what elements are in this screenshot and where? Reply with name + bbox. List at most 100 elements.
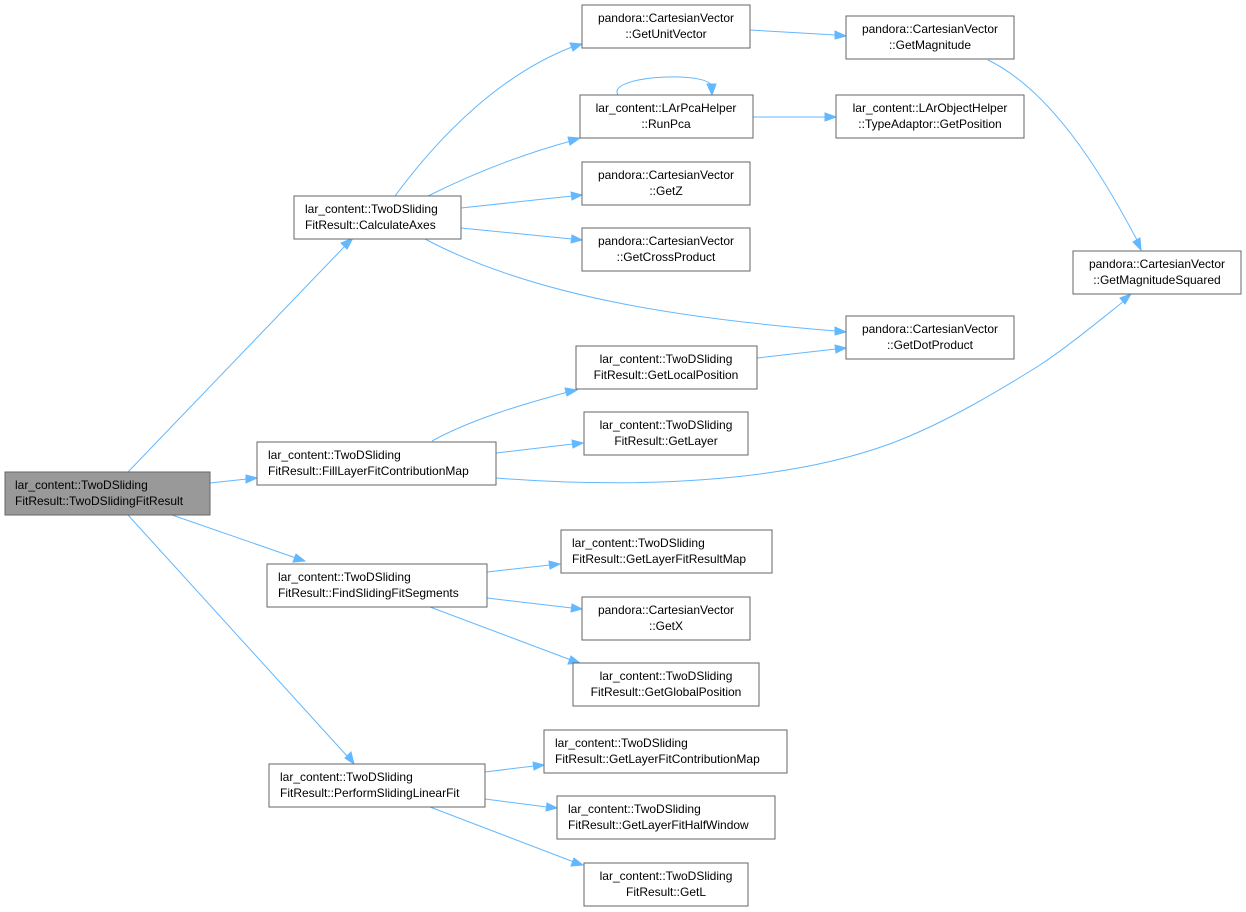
edge-find-globalpos [429, 606, 572, 661]
node-label-line2: ::GetCrossProduct [617, 250, 716, 264]
node-label-line2: FitResult::TwoDSlidingFitResult [15, 494, 184, 508]
node-label-line2: ::RunPca [641, 117, 691, 131]
node-label-line1: lar_content::TwoDSliding [278, 570, 411, 584]
node-label-line2: ::GetZ [649, 184, 682, 198]
node-label-line2: FitResult::GetL [626, 885, 706, 899]
node-get-magnitude-squared[interactable]: pandora::CartesianVector ::GetMagnitudeS… [1072, 250, 1242, 295]
node-label-line1: lar_content::TwoDSliding [572, 536, 705, 550]
node-get-l[interactable]: lar_content::TwoDSliding FitResult::GetL [583, 862, 749, 907]
node-label-line2: FitResult::GetGlobalPosition [591, 685, 742, 699]
arrowhead [570, 603, 584, 613]
edge-root-fill-layer [209, 478, 248, 484]
node-label-line1: pandora::CartesianVector [598, 168, 734, 182]
node-label-line1: lar_content::TwoDSliding [555, 736, 688, 750]
node-label-line2: ::GetX [649, 619, 683, 633]
arrowhead [548, 560, 562, 570]
arrowhead [564, 387, 579, 397]
arrowhead [706, 83, 717, 97]
node-label-line1: lar_content::TwoDSliding [600, 869, 733, 883]
arrowhead [834, 30, 848, 40]
node-label-line1: lar_content::TwoDSliding [600, 418, 733, 432]
node-label-line2: ::GetDotProduct [887, 338, 974, 352]
arrowhead [1132, 237, 1142, 252]
arrowhead [292, 553, 307, 563]
edge-perform-halfwindow [484, 798, 548, 808]
edge-runpca-self [616, 76, 713, 96]
node-label-line1: lar_content::TwoDSliding [600, 669, 733, 683]
arrowhead [570, 857, 585, 867]
node-label-line2: FitResult::CalculateAxes [305, 218, 436, 232]
edge-fill-localpos [431, 391, 569, 442]
node-fill-layer-fit-contribution-map[interactable]: lar_content::TwoDSliding FitResult::Fill… [256, 441, 497, 486]
node-calculate-axes[interactable]: lar_content::TwoDSliding FitResult::Calc… [293, 195, 462, 240]
node-get-x[interactable]: pandora::CartesianVector ::GetX [581, 596, 751, 641]
node-label-line1: lar_content::LArObjectHelper [853, 101, 1008, 115]
edge-axes-cross [460, 227, 573, 240]
edge-root-find-segments [171, 514, 297, 559]
node-label-line2: FitResult::FindSlidingFitSegments [278, 586, 459, 600]
edge-fill-magsquared [495, 300, 1125, 484]
edge-unit-magnitude [749, 29, 837, 36]
edge-axes-runpca [427, 140, 572, 197]
arrowhead [569, 42, 584, 52]
edge-magnitude-squared [987, 59, 1138, 241]
node-get-dot-product[interactable]: pandora::CartesianVector ::GetDotProduct [845, 315, 1015, 360]
arrowhead [570, 234, 584, 244]
node-label-line2: FitResult::GetLayerFitHalfWindow [568, 818, 749, 832]
edge-fill-getlayer [495, 443, 574, 454]
arrowhead [570, 191, 584, 201]
node-label-line2: FitResult::FillLayerFitContributionMap [268, 464, 469, 478]
arrowhead [567, 136, 582, 146]
node-label-line2: ::TypeAdaptor::GetPosition [858, 117, 1001, 131]
node-label-line1: pandora::CartesianVector [862, 22, 998, 36]
node-get-layer-fit-half-window[interactable]: lar_content::TwoDSliding FitResult::GetL… [556, 795, 776, 840]
node-root[interactable]: lar_content::TwoDSliding FitResult::TwoD… [4, 471, 211, 516]
edge-axes-dot [424, 238, 837, 332]
nodes: lar_content::TwoDSliding FitResult::TwoD… [4, 4, 1242, 907]
node-get-layer[interactable]: lar_content::TwoDSliding FitResult::GetL… [583, 411, 749, 456]
edge-root-calculate-axes [127, 245, 346, 473]
arrowhead [1119, 293, 1133, 305]
edge-localpos-dot [756, 348, 837, 359]
node-get-global-position[interactable]: lar_content::TwoDSliding FitResult::GetG… [572, 662, 760, 707]
node-run-pca[interactable]: lar_content::LArPcaHelper ::RunPca [579, 94, 754, 139]
node-label-line2: FitResult::GetLayerFitContributionMap [555, 752, 760, 766]
node-label-line1: lar_content::TwoDSliding [15, 478, 148, 492]
edge-axes-getz [460, 195, 573, 209]
node-get-position[interactable]: lar_content::LArObjectHelper ::TypeAdapt… [835, 94, 1025, 139]
node-get-unit-vector[interactable]: pandora::CartesianVector ::GetUnitVector [581, 4, 751, 49]
node-get-cross-product[interactable]: pandora::CartesianVector ::GetCrossProdu… [581, 227, 751, 272]
node-label-line1: lar_content::TwoDSliding [305, 202, 438, 216]
node-label-line1: pandora::CartesianVector [862, 322, 998, 336]
node-get-magnitude[interactable]: pandora::CartesianVector ::GetMagnitude [845, 15, 1015, 60]
node-get-local-position[interactable]: lar_content::TwoDSliding FitResult::GetL… [575, 345, 758, 390]
node-find-sliding-fit-segments[interactable]: lar_content::TwoDSliding FitResult::Find… [266, 563, 488, 608]
node-label-line2: ::GetMagnitude [889, 38, 971, 52]
node-label-line1: lar_content::TwoDSliding [280, 770, 413, 784]
arrowhead [571, 439, 585, 449]
node-get-layer-fit-result-map[interactable]: lar_content::TwoDSliding FitResult::GetL… [560, 529, 773, 574]
arrowhead [344, 751, 355, 766]
node-label-line1: pandora::CartesianVector [598, 11, 734, 25]
arrowhead [545, 802, 559, 812]
node-label-line2: FitResult::GetLayerFitResultMap [572, 552, 746, 566]
node-get-layer-fit-contribution-map[interactable]: lar_content::TwoDSliding FitResult::GetL… [543, 729, 788, 774]
arrowhead [834, 326, 848, 336]
edge-perform-contribmap [484, 765, 535, 773]
node-label-line1: pandora::CartesianVector [598, 603, 734, 617]
arrowhead [532, 761, 546, 771]
arrowhead [824, 112, 838, 122]
node-label-line2: ::GetMagnitudeSquared [1093, 273, 1220, 287]
node-label-line1: lar_content::TwoDSliding [568, 802, 701, 816]
node-label-line1: lar_content::TwoDSliding [600, 352, 733, 366]
edge-root-perform-fit [127, 514, 348, 757]
edge-find-resultmap [486, 564, 551, 573]
arrowhead [245, 474, 259, 484]
node-get-z[interactable]: pandora::CartesianVector ::GetZ [581, 161, 751, 206]
edge-find-getx [486, 597, 573, 609]
node-perform-sliding-linear-fit[interactable]: lar_content::TwoDSliding FitResult::Perf… [268, 763, 486, 808]
node-label-line2: FitResult::GetLayer [614, 434, 717, 448]
arrowhead [340, 236, 355, 250]
edge-axes-unit-vector [394, 46, 573, 197]
